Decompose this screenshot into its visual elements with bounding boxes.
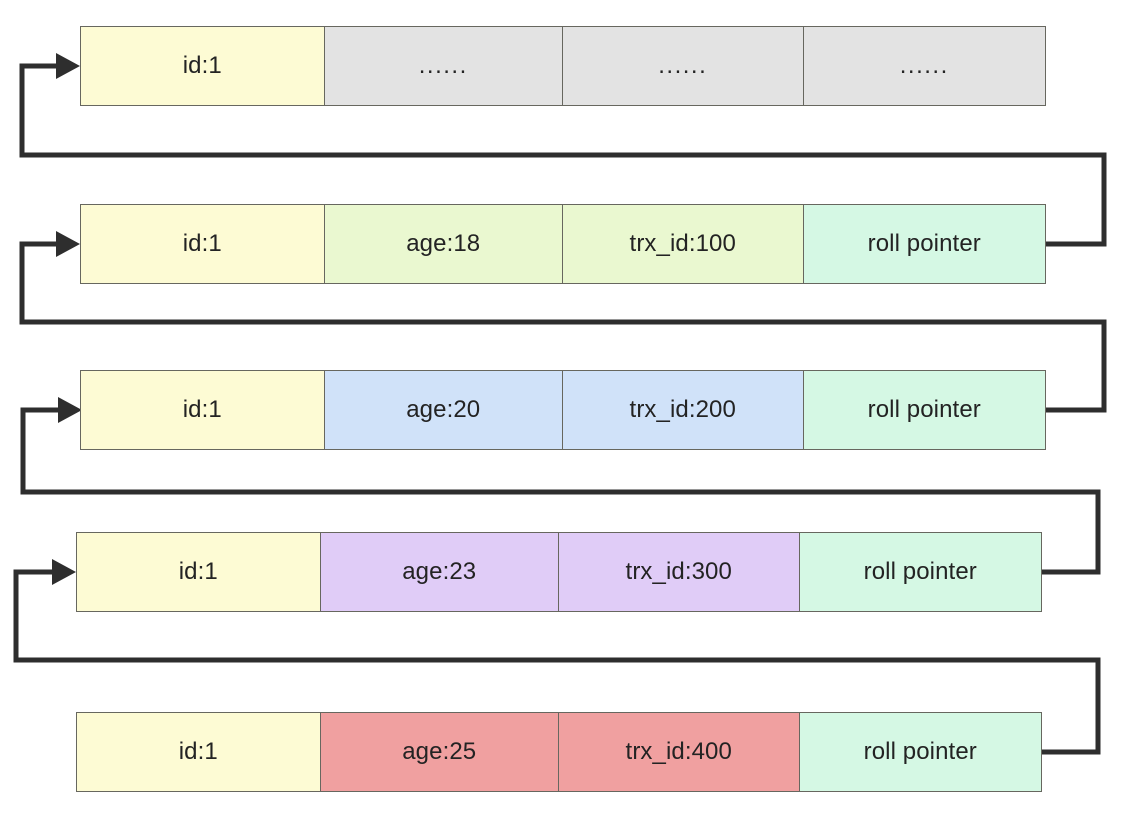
placeholder-cell-3: ...... xyxy=(803,27,1045,105)
arrowhead-icon xyxy=(58,397,82,423)
roll-pointer-cell: roll pointer xyxy=(799,713,1041,791)
roll-pointer-cell: roll pointer xyxy=(799,533,1041,611)
trx-id-cell: trx_id:200 xyxy=(563,371,804,449)
current-record-row: id:1.................. xyxy=(80,26,1046,106)
id-cell: id:1 xyxy=(77,533,321,611)
id-cell: id:1 xyxy=(81,27,325,105)
arrowhead-icon xyxy=(56,231,80,257)
id-cell: id:1 xyxy=(77,713,321,791)
placeholder-cell-1: ...... xyxy=(324,27,563,105)
age-cell: age:23 xyxy=(320,533,559,611)
trx-id-cell: trx_id:300 xyxy=(559,533,800,611)
age-cell: age:25 xyxy=(320,713,559,791)
roll-pointer-cell: roll pointer xyxy=(803,205,1045,283)
roll-pointer-cell: roll pointer xyxy=(803,371,1045,449)
trx-id-cell: trx_id:100 xyxy=(563,205,804,283)
arrowhead-icon xyxy=(52,559,76,585)
age-cell: age:20 xyxy=(324,371,563,449)
id-cell: id:1 xyxy=(81,371,325,449)
id-cell: id:1 xyxy=(81,205,325,283)
arrowhead-icon xyxy=(56,53,80,79)
age-cell: age:18 xyxy=(324,205,563,283)
placeholder-cell-2: ...... xyxy=(563,27,804,105)
trx-id-cell: trx_id:400 xyxy=(559,713,800,791)
